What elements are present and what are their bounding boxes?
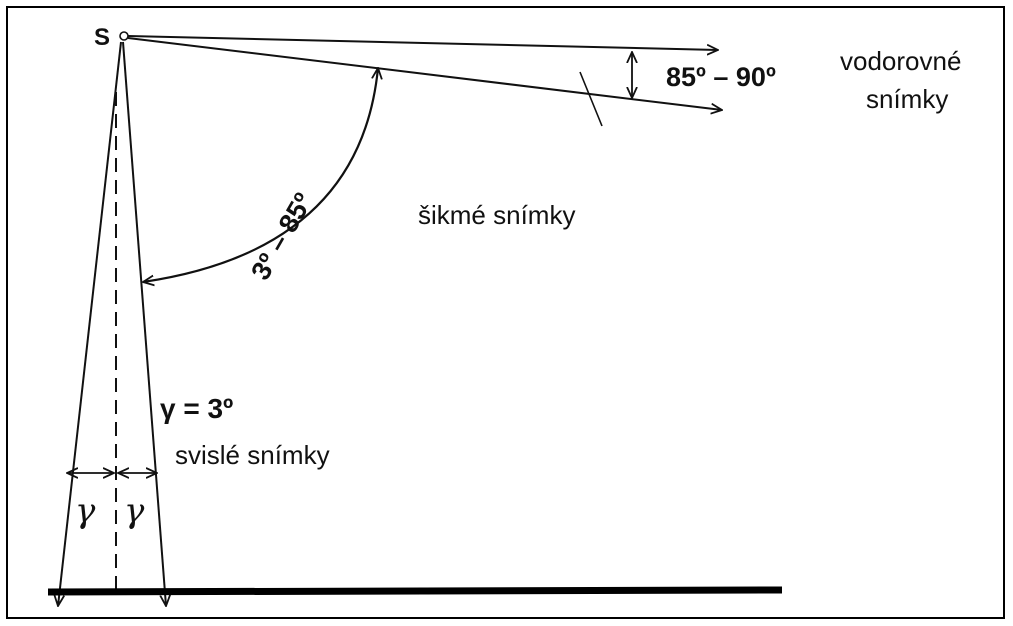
vertical-ray-right [122, 41, 166, 606]
gamma-left-label: γ [75, 491, 96, 531]
horizontal-ray-lower [127, 37, 722, 110]
gamma-right-label: γ [124, 491, 145, 531]
lower-ray-tick [579, 71, 603, 127]
horizontal-type-label-2: snímky [866, 84, 948, 114]
vertical-ray-left [58, 41, 122, 606]
horizontal-angle-label: 85º – 90º [666, 62, 776, 92]
vertical-angle-label: γ = 3º [160, 393, 233, 424]
oblique-type-label: šikmé snímky [418, 200, 575, 230]
horizontal-type-label-1: vodorovné [840, 46, 961, 76]
oblique-angle-label: 3º – 85º [245, 188, 318, 285]
ground-line [47, 586, 783, 596]
horizontal-ray-upper [127, 35, 718, 50]
point-s-marker [119, 31, 129, 41]
point-s-label: S [94, 24, 110, 51]
oblique-angle-arc [143, 68, 378, 282]
vertical-type-label: svislé snímky [175, 440, 330, 470]
